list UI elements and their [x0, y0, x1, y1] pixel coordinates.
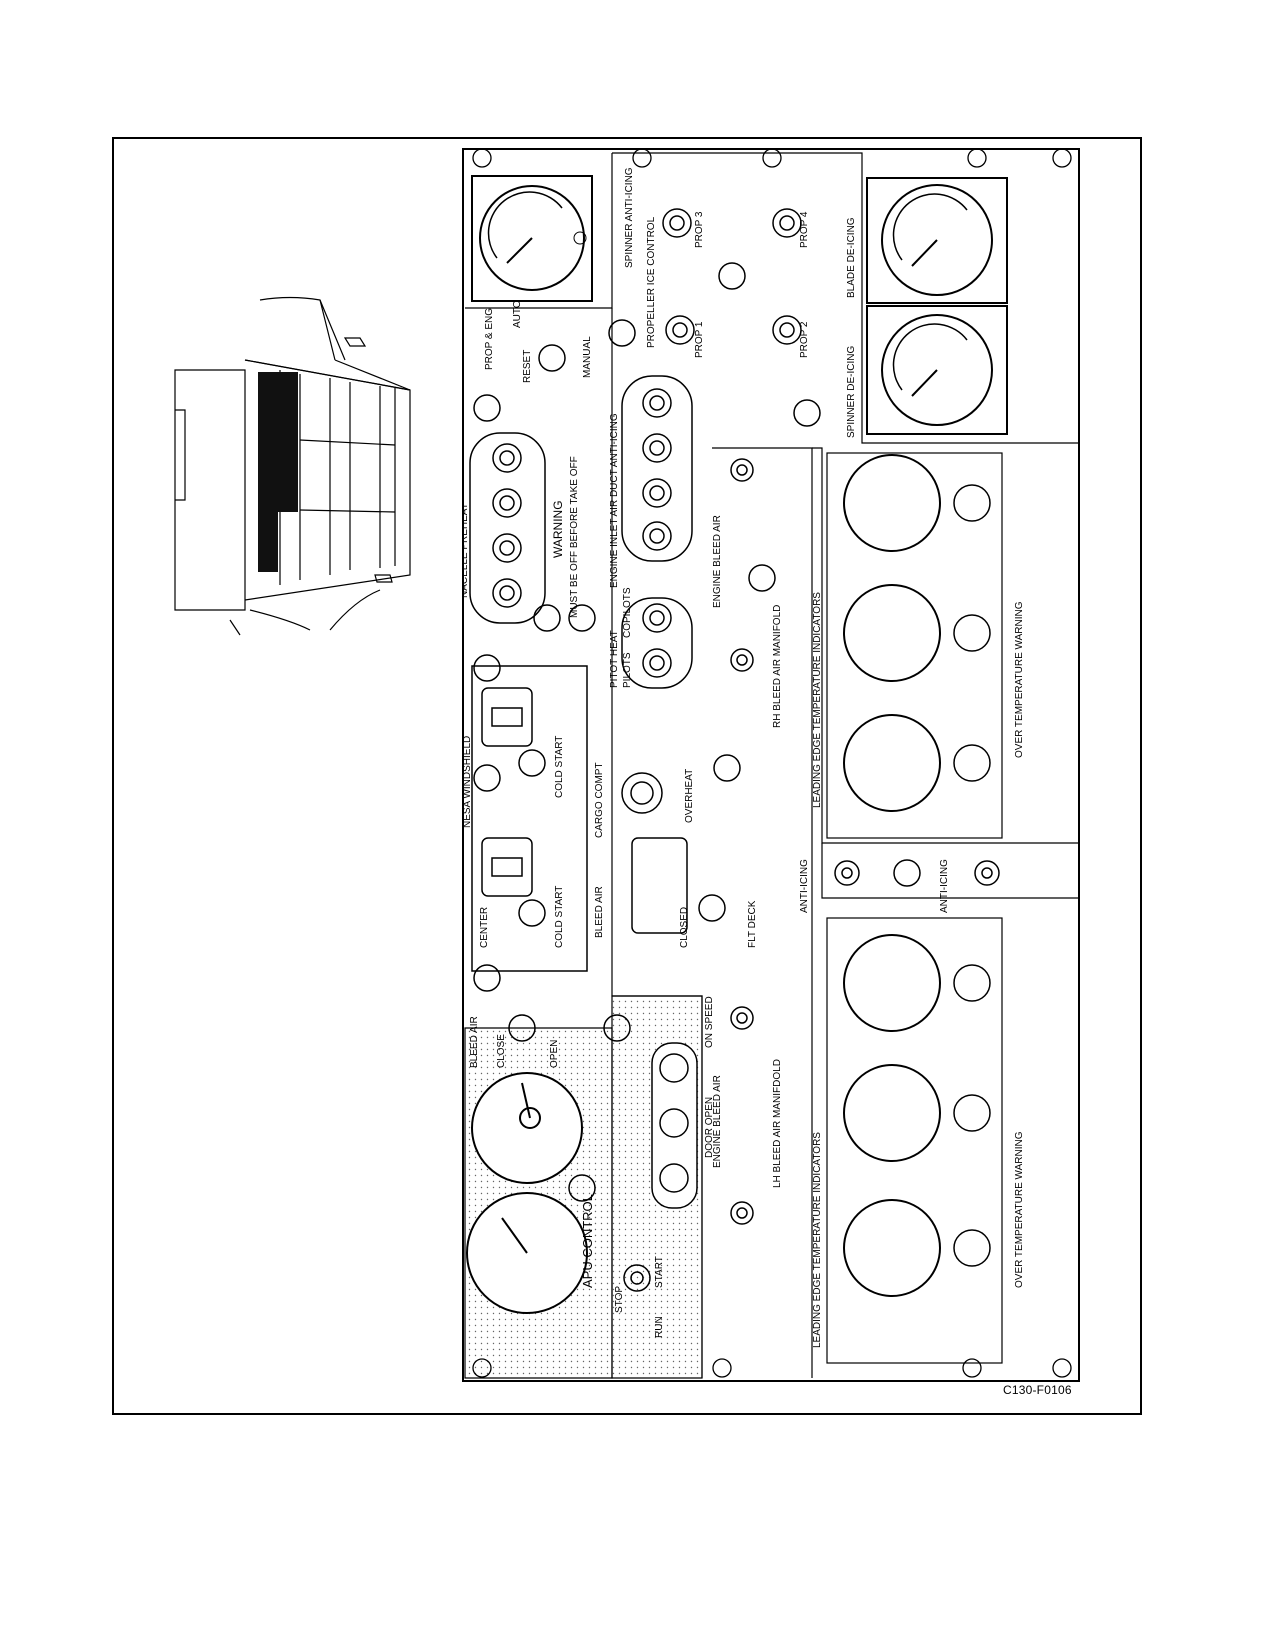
spinner-anti-icing-label: SPINNER ANTI-ICING [624, 167, 635, 268]
divider-valve-label: BLEED AIR [594, 886, 605, 938]
over-temp-warning-right: OVER TEMPERATURE WARNING [1014, 601, 1025, 758]
cargo-compt-label: CARGO COMPT [594, 762, 605, 838]
left-temperature-indicators [826, 917, 1003, 1364]
figure-frame [112, 137, 1142, 1415]
nacelle-warning-label: WARNING [551, 500, 565, 558]
blade-de-icing-label: BLADE DE-ICING [846, 217, 857, 298]
nesa-cold-start-2: COLD START [554, 886, 565, 948]
closed-label: CLOSED [679, 907, 690, 948]
anti-icing-control-panel: SPINNER ANTI-ICING PROPELLER ICE CONTROL… [462, 148, 1080, 1382]
nacelle-and-inlet-toggles [469, 344, 776, 689]
prop-1-label: PROP 1 [694, 321, 705, 358]
prop-master-manual: MANUAL [582, 336, 593, 378]
pitot-copilots-label: COPILOTS [622, 587, 633, 638]
apu-close-label: CLOSE [496, 1034, 507, 1068]
nesa-cold-start-1: COLD START [554, 736, 565, 798]
prop-4-label: PROP 4 [799, 211, 810, 248]
overheat-label: OVERHEAT [684, 769, 695, 823]
nesa-windshield-title: NESA WINDSHIELD [462, 736, 473, 828]
bleed-air-valve-label: BLEED AIR [469, 1016, 480, 1068]
pitot-pilots-label: PILOTS [622, 652, 633, 688]
apu-start-label: START [654, 1256, 665, 1288]
apu-stop-label: STOP [614, 1286, 625, 1313]
propeller-toggles [608, 208, 821, 427]
apu-door-open-label: DOOR OPEN [704, 1097, 715, 1158]
right-temperature-indicators [826, 452, 1003, 839]
prop-master-auto: AUTO [512, 300, 523, 328]
cockpit-locator-sketch [174, 296, 411, 636]
flt-deck-label: FLT DECK [747, 900, 758, 948]
figure-id: C130-F0106 [1003, 1383, 1072, 1397]
pitot-heat-title: PITOT HEAT [609, 630, 620, 688]
nesa-windshield-switches [471, 665, 741, 992]
nesa-center-label: CENTER [479, 907, 490, 948]
ac-ammeter-1 [471, 175, 593, 302]
prop-2-label: PROP 2 [799, 321, 810, 358]
inlet-duct-title: ENGINE INLET AIR DUCT ANTI-ICING [609, 413, 620, 588]
apu-gauges [466, 1014, 698, 1314]
rh-bleed-air-manifold-label: RH BLEED AIR MANIFOLD [772, 605, 783, 728]
left-indicators-label: LEADING EDGE TEMPERATURE INDICATORS [812, 1132, 823, 1348]
over-temp-warning-left: OVER TEMPERATURE WARNING [1014, 1131, 1025, 1288]
apu-on-speed-label: ON SPEED [704, 996, 715, 1048]
apu-open-label: OPEN [549, 1040, 560, 1068]
nacelle-preheat-title: NACELLE PREHEAT [462, 503, 470, 598]
prop-master-title: PROP & ENG [484, 308, 495, 370]
anti-icing-wing-label: ANTI-ICING [939, 859, 950, 913]
prop-master-reset: RESET [522, 350, 533, 383]
prop-3-label: PROP 3 [694, 211, 705, 248]
nacelle-warning-text: MUST BE OFF BEFORE TAKE OFF [569, 456, 580, 618]
lh-bleed-air-manifold-label: LH BLEED AIR MANIFDOLD [772, 1059, 783, 1188]
right-indicators-label: LEADING EDGE TEMPERATURE INDICATORS [812, 592, 823, 808]
ac-ammeter-2 [866, 177, 1008, 304]
ac-ammeter-3 [866, 305, 1008, 435]
propeller-ice-control-label: PROPELLER ICE CONTROL [646, 216, 657, 348]
spinner-de-icing-label: SPINNER DE-ICING [846, 346, 857, 438]
apu-run-label: RUN [654, 1316, 665, 1338]
anti-icing-empenage-label: ANTI-ICING [799, 859, 810, 913]
apu-control-title: APU CONTROL [580, 1194, 595, 1288]
engine-bleed-air-label-bottom: ENGINE BLEED AIR [712, 1075, 723, 1168]
engine-bleed-air-buttons [730, 458, 1000, 1225]
engine-bleed-air-label-top: ENGINE BLEED AIR [712, 515, 723, 608]
